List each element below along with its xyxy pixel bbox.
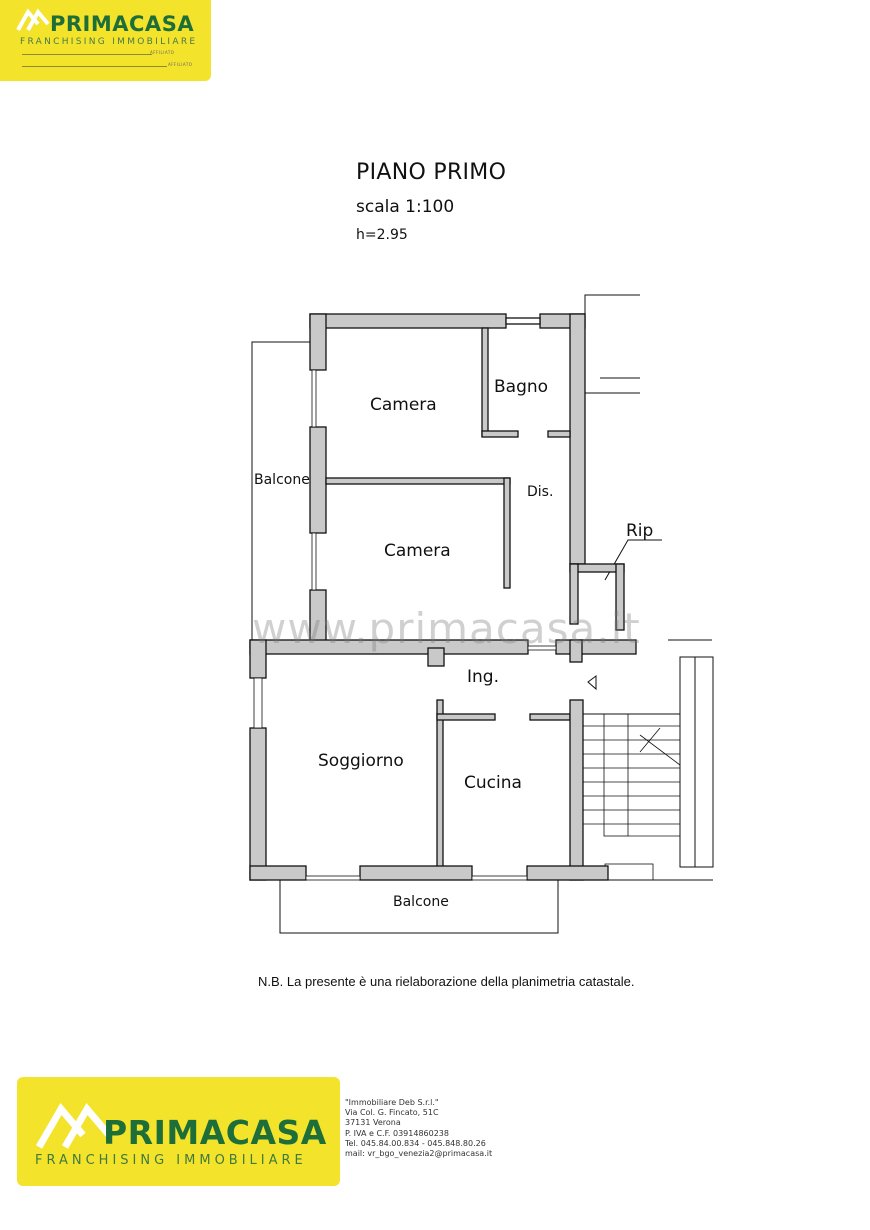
- room-bagno: Bagno: [494, 377, 548, 397]
- footer-logo-brand: PRIMACASA: [103, 1113, 327, 1152]
- contact-block: "Immobiliare Deb S.r.l." Via Col. G. Fin…: [345, 1098, 492, 1159]
- room-cucina: Cucina: [464, 773, 522, 793]
- balcony-south-outline: [279, 880, 559, 934]
- footer-logo-tagline: FRANCHISING IMMOBILIARE: [35, 1153, 307, 1168]
- watermark: www.primacasa.it: [252, 604, 641, 653]
- header-logo: PRIMACASA FRANCHISING IMMOBILIARE AFFILI…: [0, 0, 211, 81]
- contact-address: Via Col. G. Fincato, 51C: [345, 1108, 439, 1118]
- entrance-arrow-icon: [587, 675, 597, 691]
- walls: [249, 313, 637, 881]
- plan-scale: scala 1:100: [356, 197, 455, 217]
- room-dis: Dis.: [527, 484, 553, 500]
- balcony-west-outline: [251, 341, 310, 640]
- house-roof-icon: [16, 8, 50, 31]
- header-logo-line: [22, 54, 152, 55]
- header-logo-tagline: FRANCHISING IMMOBILIARE: [20, 37, 198, 47]
- windows: [253, 369, 557, 881]
- contact-city: 37131 Verona: [345, 1118, 401, 1128]
- header-logo-affiliate: AFFILIATO: [150, 50, 175, 55]
- rip-pointer: [604, 539, 662, 581]
- contact-company: "Immobiliare Deb S.r.l.": [345, 1098, 439, 1107]
- header-logo-affiliate: AFFILIATO: [168, 62, 193, 67]
- plan-height: h=2.95: [356, 227, 408, 243]
- room-balcone-west: Balcone: [254, 472, 310, 488]
- room-soggiorno: Soggiorno: [318, 751, 404, 771]
- room-camera-1: Camera: [370, 395, 437, 415]
- header-logo-brand: PRIMACASA: [50, 12, 195, 36]
- contact-phone: Tel. 045.84.00.834 - 045.848.80.26: [345, 1138, 486, 1148]
- header-logo-line: [22, 66, 167, 67]
- footer-logo: PRIMACASA FRANCHISING IMMOBILIARE: [17, 1077, 340, 1186]
- room-ing: Ing.: [467, 667, 499, 687]
- plan-note: N.B. La presente è una rielaborazione de…: [258, 974, 635, 989]
- room-rip: Rip: [626, 521, 653, 541]
- house-roof-icon: [35, 1102, 112, 1149]
- room-balcone-south: Balcone: [393, 894, 449, 910]
- contact-vat: P. IVA e C.F. 03914860238: [345, 1128, 449, 1138]
- stairs: [583, 713, 681, 881]
- neighbour-outline: [584, 294, 640, 320]
- plan-title: PIANO PRIMO: [356, 160, 507, 185]
- contact-email[interactable]: mail: vr_bgo_venezia2@primacasa.it: [345, 1149, 493, 1159]
- room-camera-2: Camera: [384, 541, 451, 561]
